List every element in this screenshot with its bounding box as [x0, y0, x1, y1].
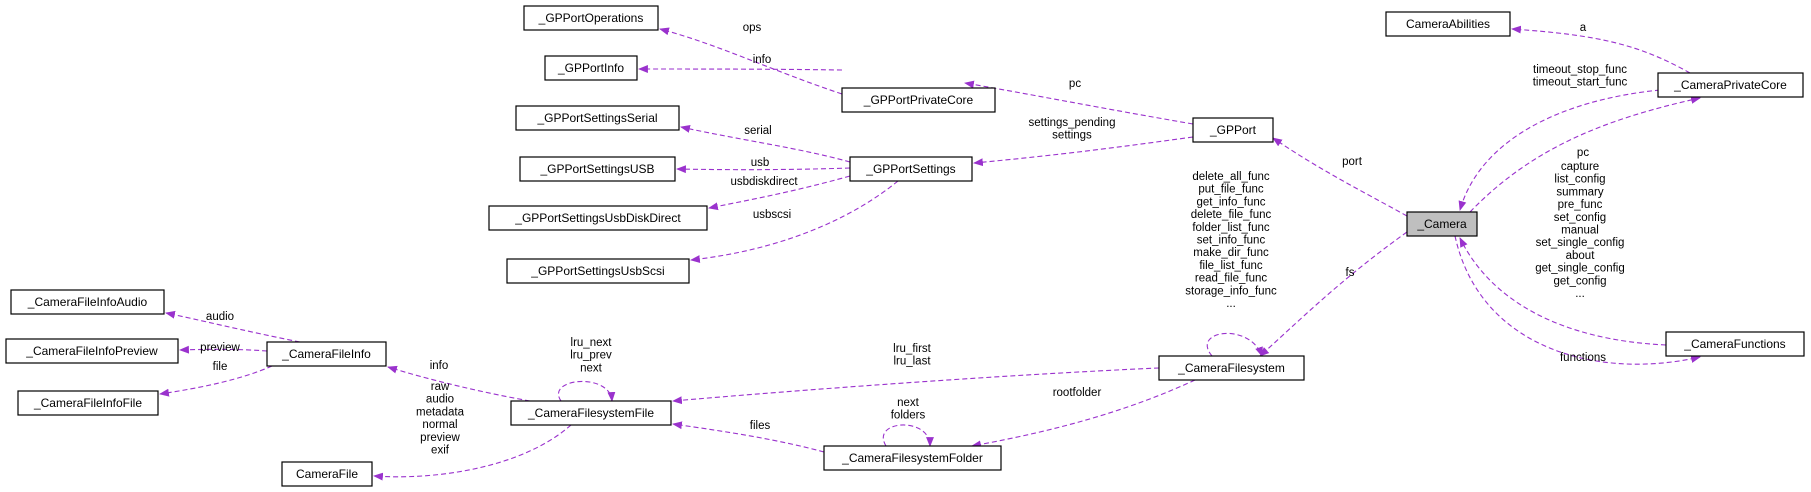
- edge-label-Camera-to-CameraPrivateCore: pc: [1577, 147, 1589, 159]
- edge-CameraFilesystemFile-to-CameraFilesystemFile: [558, 380, 616, 402]
- edge-label-CameraFilesystem-to-CameraFilesystemFolder: rootfolder: [1053, 387, 1102, 399]
- edge-CameraFilesystemFolder-to-CameraFilesystemFile: [672, 421, 825, 453]
- node-GPPortSettings[interactable]: _GPPortSettings: [849, 156, 973, 182]
- nodes-layer: _GPPortOperations _GPPortInfo _GPPortPriva…: [5, 5, 1805, 487]
- edge-label-GPPortSettings-to-GPPortSettingsUSB: usb: [751, 157, 770, 169]
- node-label-CameraFileInfoPreview: _CameraFileInfoPreview: [25, 344, 158, 358]
- edge-CameraFilesystem-to-CameraFilesystemFolder: [971, 379, 1196, 449]
- edge-label-Camera-to-CameraFilesystem: fs: [1346, 267, 1355, 279]
- edge-Camera-to-GPPort: [1272, 137, 1408, 217]
- edges-layer: [159, 25, 1701, 481]
- node-label-CameraFilesystemFile: _CameraFilesystemFile: [527, 406, 654, 420]
- node-CameraFileInfoAudio[interactable]: _CameraFileInfoAudio: [10, 289, 165, 315]
- edge-label-GPPortSettings-to-GPPortSettingsSerial: serial: [744, 125, 771, 137]
- node-GPPort[interactable]: _GPPort: [1192, 117, 1274, 143]
- node-GPPortSettingsUsbScsi[interactable]: _GPPortSettingsUsbScsi: [506, 258, 690, 284]
- edge-label-Camera-to-CameraFunctions: functions: [1560, 352, 1606, 364]
- node-CameraFileInfoPreview[interactable]: _CameraFileInfoPreview: [5, 338, 179, 364]
- node-label-GPPortSettingsSerial: _GPPortSettingsSerial: [536, 111, 657, 125]
- node-GPPortSettingsUsbDiskDirect[interactable]: _GPPortSettingsUsbDiskDirect: [488, 205, 708, 231]
- node-GPPortPrivateCore[interactable]: _GPPortPrivateCore: [841, 87, 996, 113]
- node-label-CameraFunctions: _CameraFunctions: [1683, 337, 1785, 351]
- node-label-GPPortPrivateCore: _GPPortPrivateCore: [863, 93, 974, 107]
- node-label-CameraFileInfo: _CameraFileInfo: [281, 347, 371, 361]
- node-CameraFilesystemFolder[interactable]: _CameraFilesystemFolder: [823, 445, 1002, 471]
- edge-label-GPPortSettings-to-GPPortSettingsUsbScsi: usbscsi: [753, 209, 791, 221]
- node-GPPortOperations[interactable]: _GPPortOperations: [523, 5, 659, 31]
- edge-CameraFilesystemFolder-to-CameraFilesystemFolder: [882, 424, 934, 447]
- node-label-CameraFileInfoFile: _CameraFileInfoFile: [33, 396, 142, 410]
- edge-CameraPrivateCore-to-CameraAbilities: [1511, 25, 1691, 74]
- node-GPPortSettingsUSB[interactable]: _GPPortSettingsUSB: [519, 156, 676, 182]
- node-CameraFilesystem[interactable]: _CameraFilesystem: [1158, 355, 1305, 381]
- edge-GPPortSettings-to-GPPortSettingsUsbDiskDirect: [708, 175, 851, 211]
- node-Camera: _Camera: [1406, 211, 1478, 237]
- edge-label-CameraPrivateCore-to-CameraAbilities: a: [1580, 22, 1587, 34]
- edge-Camera-to-CameraFunctions: [1454, 235, 1701, 365]
- node-CameraPrivateCore[interactable]: _CameraPrivateCore: [1657, 72, 1804, 98]
- node-label-GPPortSettings: _GPPortSettings: [865, 162, 955, 176]
- node-label-GPPortSettingsUsbDiskDirect: _GPPortSettingsUsbDiskDirect: [514, 211, 681, 225]
- node-label-GPPortSettingsUsbScsi: _GPPortSettingsUsbScsi: [530, 264, 664, 278]
- node-label-CameraFilesystem: _CameraFilesystem: [1177, 361, 1285, 375]
- node-label-CameraPrivateCore: _CameraPrivateCore: [1673, 78, 1787, 92]
- edge-CameraFilesystemFile-to-CameraFileInfo: [387, 365, 531, 402]
- node-label-CameraFileInfoAudio: _CameraFileInfoAudio: [27, 295, 148, 309]
- edge-GPPort-to-GPPortSettings: [973, 136, 1194, 167]
- node-GPPortInfo[interactable]: _GPPortInfo: [544, 55, 638, 81]
- edge-GPPortPrivateCore-to-GPPortInfo: [638, 65, 843, 73]
- edge-label-CameraFileInfo-to-CameraFileInfoPreview: preview: [200, 342, 240, 354]
- node-label-CameraFilesystemFolder: _CameraFilesystemFolder: [841, 451, 983, 465]
- edge-CameraFilesystem-to-CameraFilesystemFile: [672, 367, 1160, 405]
- edge-label-GPPortPrivateCore-to-GPPortInfo: info: [753, 54, 772, 66]
- edge-label-GPPortPrivateCore-to-GPPortOperations: ops: [743, 22, 762, 34]
- edge-label-CameraFilesystemFile-to-CameraFileInfo: info: [430, 360, 449, 372]
- node-label-GPPortSettingsUSB: _GPPortSettingsUSB: [539, 162, 654, 176]
- node-CameraAbilities[interactable]: CameraAbilities: [1385, 11, 1511, 37]
- node-CameraFileInfoFile[interactable]: _CameraFileInfoFile: [17, 390, 159, 416]
- node-GPPortSettingsSerial[interactable]: _GPPortSettingsSerial: [515, 105, 680, 131]
- edge-CameraFileInfo-to-CameraFileInfoFile: [159, 365, 273, 397]
- edge-Camera-to-CameraFilesystem: [1259, 231, 1408, 357]
- edge-CameraFilesystemFile-to-CameraFile: [373, 424, 572, 481]
- node-label-CameraFile: CameraFile: [296, 467, 358, 481]
- node-label-Camera: _Camera: [1416, 217, 1467, 231]
- node-label-GPPortOperations: _GPPortOperations: [538, 11, 644, 25]
- edge-GPPortSettings-to-GPPortSettingsUsbScsi: [690, 180, 899, 263]
- edge-CameraFileInfo-to-CameraFileInfoAudio: [165, 310, 301, 343]
- node-CameraFilesystemFile[interactable]: _CameraFilesystemFile: [510, 400, 672, 426]
- edge-CameraPrivateCore-to-Camera: [1458, 89, 1661, 211]
- edge-label-GPPortSettings-to-GPPortSettingsUsbDiskDirect: usbdiskdirect: [730, 176, 798, 188]
- edge-CameraFilesystem-to-CameraFilesystem: [1206, 332, 1263, 357]
- edge-GPPortPrivateCore-to-GPPortOperations: [659, 27, 843, 95]
- edge-label-CameraFileInfo-to-CameraFileInfoFile: file: [213, 361, 228, 373]
- edge-label-GPPort-to-GPPortPrivateCore: pc: [1069, 78, 1081, 90]
- edge-label-CameraFileInfo-to-CameraFileInfoAudio: audio: [206, 311, 234, 323]
- node-label-CameraAbilities: CameraAbilities: [1406, 17, 1490, 31]
- edge-CameraFunctions-to-Camera: [1459, 237, 1667, 346]
- node-CameraFile[interactable]: CameraFile: [281, 461, 373, 487]
- edge-label-Camera-to-GPPort: port: [1342, 156, 1363, 168]
- node-label-GPPortInfo: _GPPortInfo: [557, 61, 624, 75]
- edge-label-CameraFilesystemFolder-to-CameraFilesystemFile: files: [750, 420, 771, 432]
- node-label-GPPort: _GPPort: [1209, 123, 1257, 137]
- node-CameraFileInfo[interactable]: _CameraFileInfo: [266, 341, 387, 367]
- node-CameraFunctions[interactable]: _CameraFunctions: [1665, 331, 1805, 357]
- edge-CameraFileInfo-to-CameraFileInfoPreview: [179, 345, 268, 354]
- edge-GPPortSettings-to-GPPortSettingsSerial: [680, 125, 851, 163]
- edge-Camera-to-CameraPrivateCore: [1469, 96, 1701, 213]
- edge-GPPortSettings-to-GPPortSettingsUSB: [676, 165, 851, 174]
